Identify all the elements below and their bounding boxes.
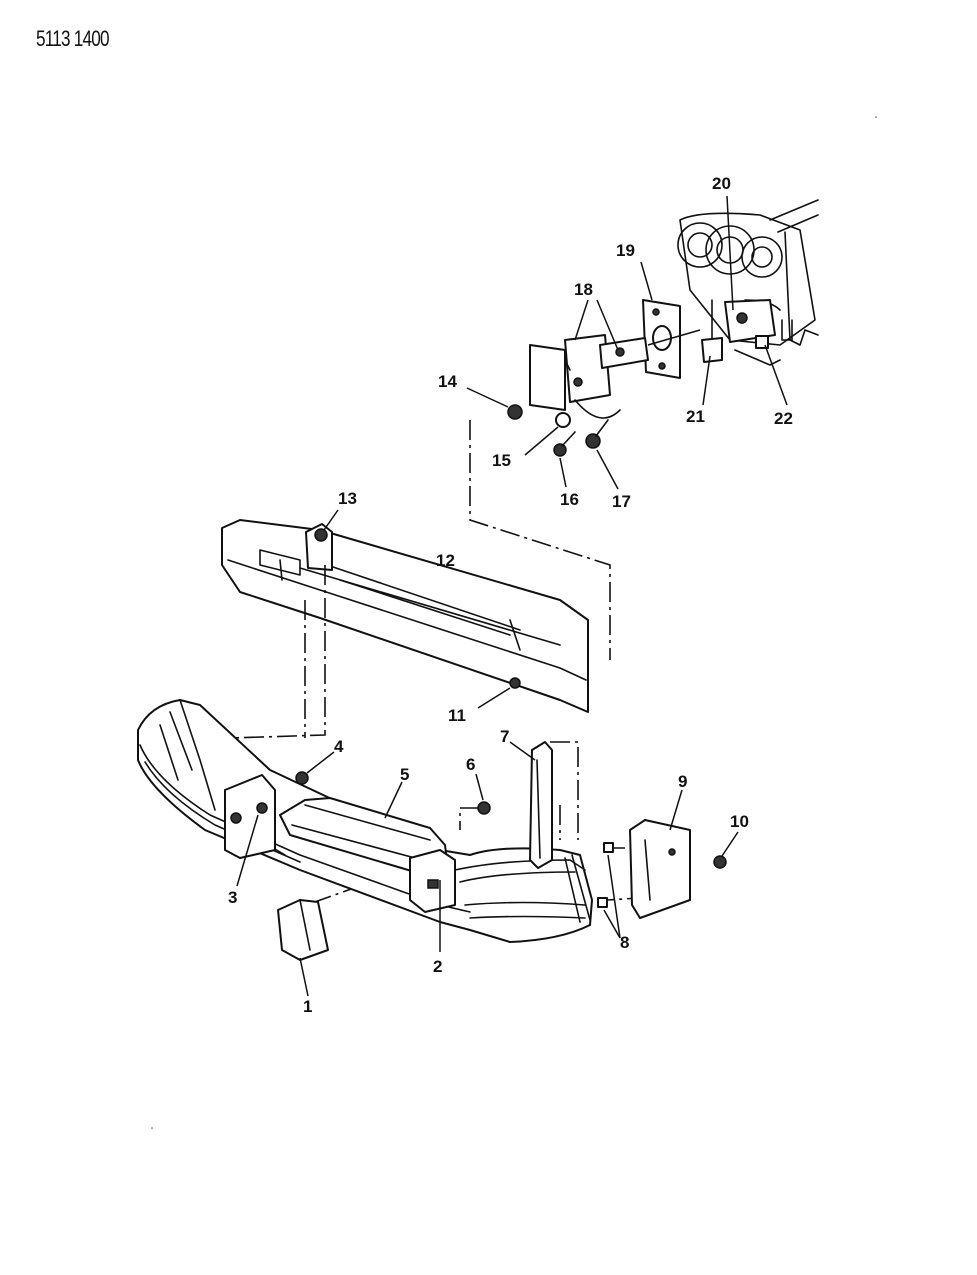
callout-18: 18	[574, 280, 593, 299]
callout-2: 2	[433, 957, 442, 976]
callout-6: 6	[466, 755, 475, 774]
callout-10: 10	[730, 812, 749, 831]
callout-3: 3	[228, 888, 237, 907]
part-7-side-bracket	[509, 741, 553, 869]
callout-13: 13	[338, 489, 357, 508]
callout-19: 19	[616, 241, 635, 260]
callout-20: 20	[712, 174, 731, 193]
callout-12: 12	[436, 551, 455, 570]
part-12-reinforcement-bar	[221, 519, 589, 713]
part-15-washer	[555, 412, 571, 428]
callout-4: 4	[334, 737, 344, 756]
vehicle-body-section	[677, 199, 819, 366]
callout-21: 21	[686, 407, 705, 426]
callout-14: 14	[438, 372, 457, 391]
part-17-bolt	[585, 419, 609, 449]
part-5-center-insert	[279, 781, 449, 876]
callout-7: 7	[500, 727, 509, 746]
part-14-nut	[507, 404, 523, 420]
part-3-bolt	[224, 774, 276, 887]
part-6-nut	[475, 773, 491, 815]
callout-1: 1	[303, 997, 312, 1016]
part-8-nuts	[597, 842, 621, 939]
callout-15: 15	[492, 451, 511, 470]
part-9-end-bracket	[629, 789, 691, 919]
callout-17: 17	[612, 492, 631, 511]
callout-labels: 1 2 3 4 5 6 7 8 9 10 11 12 13 14 15 16 1…	[228, 174, 793, 1016]
callout-16: 16	[560, 490, 579, 509]
part-11-bolt	[477, 677, 521, 709]
callout-11: 11	[448, 706, 466, 725]
part-16-bolt	[553, 431, 576, 457]
part-13-bracket	[305, 509, 339, 571]
callout-9: 9	[678, 772, 687, 791]
callout-8: 8	[620, 933, 629, 952]
callout-5: 5	[400, 765, 409, 784]
speck-1	[875, 116, 877, 118]
leader-lines-upper	[466, 195, 788, 490]
part-2-bracket	[409, 849, 456, 952]
part-20-body-bracket	[711, 299, 776, 346]
part-18-energy-absorber	[529, 329, 701, 419]
document-code: 5113 1400	[36, 26, 110, 51]
part-19-mounting-plate	[642, 299, 681, 379]
part-10-nut	[713, 831, 739, 869]
part-4-nut	[295, 751, 335, 785]
speck-2	[151, 1127, 153, 1129]
part-1-end-cap	[277, 899, 329, 997]
part-21-retainer	[701, 337, 723, 363]
callout-22: 22	[774, 409, 793, 428]
